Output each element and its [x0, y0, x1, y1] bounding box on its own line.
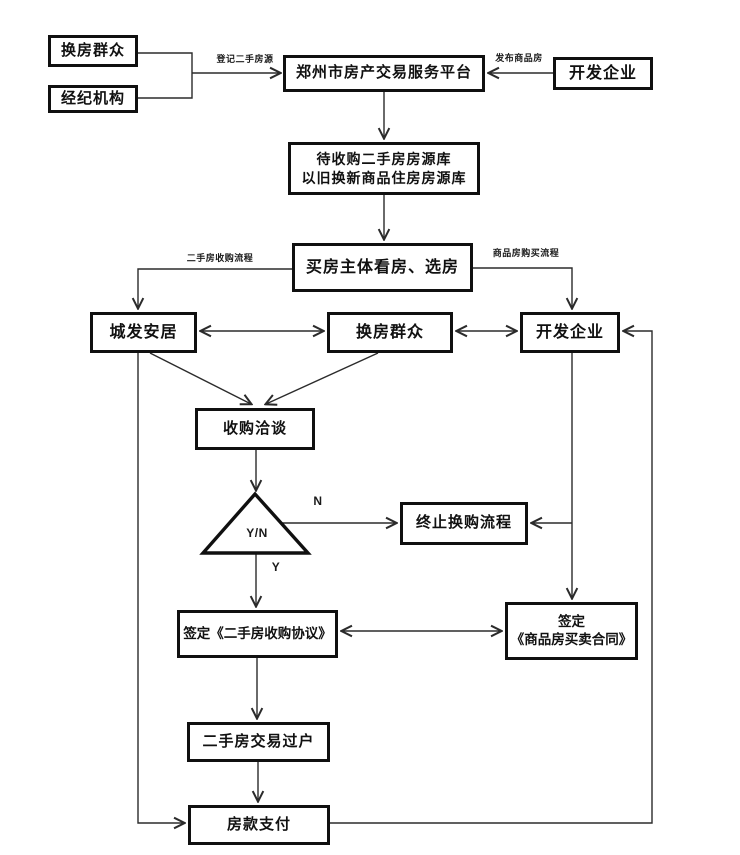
node-label: 终止换购流程: [415, 514, 512, 532]
node-label-line2: 以旧换新商品住房房源库: [301, 169, 467, 186]
node-transfer: 二手房交易过户: [187, 722, 330, 762]
edge-payment-loop-developer: [330, 331, 653, 824]
node-label: 郑州市房产交易服务平台: [295, 64, 472, 82]
node-exchange-crowd-mid: 换房群众: [327, 312, 453, 353]
node-sign-sale: 签定 《商品房买卖合同》: [505, 602, 638, 660]
node-label-line1: 待收购二手房房源库: [316, 150, 452, 167]
node-platform: 郑州市房产交易服务平台: [283, 55, 485, 92]
node-listing-pool: 待收购二手房房源库 以旧换新商品住房房源库: [288, 142, 480, 195]
node-developer-top: 开发企业: [553, 57, 653, 90]
node-label: 开发企业: [568, 64, 637, 82]
node-label-line2: 《商品房买卖合同》: [510, 632, 633, 647]
edge-label-yes: Y: [271, 560, 281, 574]
node-label: 换房群众: [355, 323, 424, 341]
decision-label: Y/N: [246, 526, 268, 540]
node-payment: 房款支付: [188, 805, 330, 845]
edge-label-publish: 发布商品房: [495, 53, 543, 63]
node-label: 签定《二手房收购协议》: [183, 625, 332, 641]
node-sign-acquisition: 签定《二手房收购协议》: [177, 610, 338, 658]
node-exchange-crowd-top: 换房群众: [48, 35, 138, 67]
node-label: 二手房交易过户: [202, 732, 315, 750]
node-label: 收购洽谈: [222, 419, 287, 437]
edge-viewselect-to-developer: [473, 267, 572, 308]
decision-triangle: [199, 491, 312, 555]
edge-bracket-sources: [138, 52, 193, 99]
node-label: 买房主体看房、选房: [305, 258, 459, 276]
node-label: 城发安居: [109, 323, 178, 341]
edge-chengfa-to-payment: [137, 353, 184, 823]
node-chengfa: 城发安居: [90, 312, 197, 353]
node-label: 开发企业: [535, 323, 604, 341]
edge-chengfa-to-negotiation: [149, 352, 251, 404]
edge-label-secondhand-flow: 二手房收购流程: [186, 253, 254, 263]
edge-label-commodity-flow: 商品房购买流程: [492, 248, 560, 258]
node-developer-mid: 开发企业: [520, 312, 620, 353]
node-label: 经纪机构: [60, 89, 125, 107]
node-label: 房款支付: [226, 815, 291, 833]
edge-viewselect-to-chengfa: [138, 268, 292, 308]
node-terminate: 终止换购流程: [400, 502, 528, 545]
node-negotiation: 收购洽谈: [195, 408, 315, 450]
node-brokerage: 经纪机构: [48, 85, 138, 113]
node-view-select: 买房主体看房、选房: [292, 243, 473, 292]
edge-label-no: N: [313, 494, 323, 508]
node-label: 换房群众: [60, 41, 125, 59]
node-label-line1: 签定: [558, 613, 585, 629]
edge-label-register: 登记二手房源: [216, 54, 274, 64]
edge-exchange-to-negotiation: [266, 352, 379, 404]
